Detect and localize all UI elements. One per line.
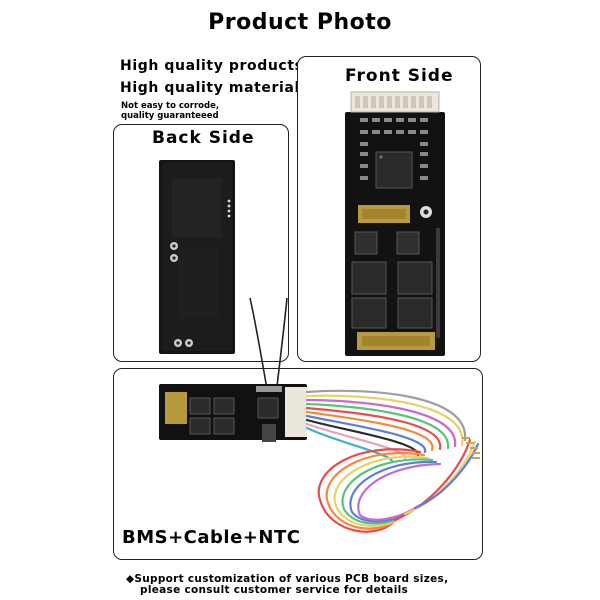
feature-quality-materials: High quality materials (120, 80, 309, 96)
customization-note-line2: please consult customer service for deta… (140, 584, 409, 596)
feature-quality-products: High quality products (120, 58, 304, 74)
customization-note: ◆Support customization of various PCB bo… (126, 574, 448, 596)
front-side-label: Front Side (345, 66, 454, 86)
bms-with-cable-image (159, 384, 480, 533)
back-side-label: Back Side (152, 128, 255, 148)
feature-note-line1: Not easy to corrode, (121, 101, 220, 111)
feature-note-line2: quality guaranteeed (121, 111, 219, 121)
page-title: Product Photo (208, 10, 392, 35)
ntc-wires (249, 297, 288, 396)
customization-note-line1: ◆Support customization of various PCB bo… (126, 573, 449, 585)
bms-cable-ntc-caption: BMS+Cable+NTC (122, 527, 301, 548)
back-side-board-image (159, 160, 235, 354)
front-side-board-image (345, 91, 445, 356)
